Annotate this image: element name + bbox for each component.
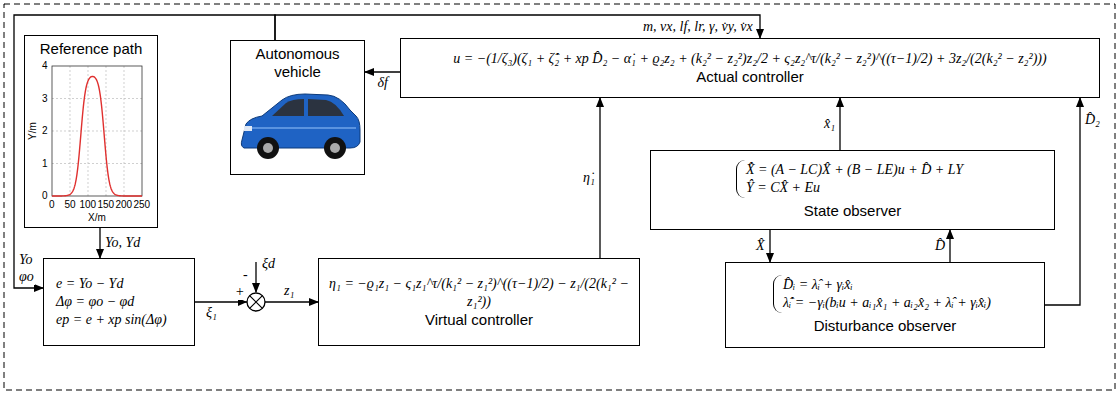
axis-tick: 0 — [42, 190, 48, 202]
grid-line — [52, 98, 142, 99]
axis-tick: 150 — [98, 199, 115, 211]
signal-label: η̇₁ — [582, 170, 596, 186]
summing-junction — [247, 293, 265, 311]
formula: λ̂̇ᵢ = −γᵢ(bᵢu + aᵢ₁x̂₁ + aᵢ₂x̂₂ + λ̂ᵢ +… — [783, 294, 991, 312]
signal-label: m, vx, lf, lr, γ, v̇y, v̇x — [642, 19, 754, 35]
axis-tick: 4 — [42, 60, 48, 72]
signal-arrow — [14, 15, 275, 288]
signal-arrow — [365, 71, 400, 72]
formula: D̂ᵢ = λ̂ᵢ + γᵢx̂ᵢ — [783, 276, 991, 294]
path-curve — [52, 76, 142, 196]
car-window — [272, 99, 304, 116]
error-box: e = Yo − YdΔφ = φo − φdep = e + xp sin(Δ… — [43, 258, 195, 346]
vehicle-box: Autonomous vehicle — [230, 40, 365, 175]
signal-label: X̂ — [755, 238, 766, 254]
equation-brace: D̂ᵢ = λ̂ᵢ + γᵢx̂ᵢλ̂̇ᵢ = −γᵢ(bᵢu + aᵢ₁x̂₁… — [773, 275, 997, 313]
block-title: Reference path — [40, 40, 143, 58]
controller-box: u = −(1/ζ₃)(ζ₁ + ζ̂̇₂ + xp D̂₂ − α̇₁ + ϱ… — [400, 38, 1100, 98]
formula: e = Yo − Yd — [56, 275, 123, 293]
axis-tick: 50 — [65, 199, 76, 211]
formula: u = −(1/ζ₃)(ζ₁ + ζ̂̇₂ + xp D̂₂ − α̇₁ + ϱ… — [453, 50, 1046, 68]
signal-arrow — [769, 230, 770, 262]
plot-frame — [52, 66, 142, 196]
controller-box: η₁ = −ϱ₁z₁ − ς₁z₁^τ/(k₁² − z₁²)^((τ−1)/2… — [318, 258, 640, 346]
block-title: Autonomous vehicle — [241, 45, 354, 81]
axis-label: X/m — [88, 212, 106, 224]
car-wheel — [324, 137, 346, 159]
signal-label: Yo, Yd — [104, 235, 141, 251]
car-headlight — [244, 126, 252, 131]
axis-tick: 100 — [80, 199, 97, 211]
formula: Ŷ = CX̂ + Eu — [746, 179, 963, 197]
grid-line — [52, 163, 142, 164]
dashed-frame — [4, 4, 1115, 390]
signal-arrow — [1045, 98, 1080, 305]
axis-tick: 1 — [42, 158, 48, 170]
axis-tick: 3 — [42, 93, 48, 105]
formula: Δφ = φo − φd — [56, 293, 134, 311]
axis-tick: 250 — [134, 199, 151, 211]
car-hub — [263, 143, 273, 153]
signal-label: δf — [377, 75, 389, 91]
formula: ep = e + xp sin(Δφ) — [56, 311, 167, 329]
block-title: State observer — [804, 202, 902, 220]
car-hub — [330, 143, 340, 153]
observer-box: D̂ᵢ = λ̂ᵢ + γᵢx̂ᵢλ̂̇ᵢ = −γᵢ(bᵢu + aᵢ₁x̂₁… — [725, 262, 1045, 348]
signal-label: z₁ — [283, 283, 295, 299]
block-title: Disturbance observer — [814, 317, 957, 335]
signal-label: φo — [18, 269, 35, 285]
axis-tick: 200 — [116, 199, 133, 211]
signal-label: D̂ — [934, 238, 946, 254]
car-window — [308, 99, 344, 116]
signal-label: Yo — [18, 252, 34, 268]
signal-arrow — [949, 230, 950, 262]
signal-label: ξ₁ — [205, 305, 218, 321]
signal-label: x̂₁ — [823, 116, 836, 132]
car-illustration — [241, 94, 360, 159]
feedforward-arrow — [255, 262, 256, 292]
sign-label: - — [242, 267, 249, 283]
signal-label: ξd — [261, 256, 276, 272]
equation-brace: X̂̇ = (A − LC)X̂ + (B − LE)u + D̂ + LYŶ … — [736, 160, 969, 198]
sign-label: + — [234, 284, 245, 300]
block-title: Virtual controller — [425, 311, 533, 329]
reference-path-plot — [52, 66, 142, 196]
signal-arrow — [599, 98, 600, 258]
observer-box: X̂̇ = (A − LC)X̂ + (B − LE)u + D̂ + LYŶ … — [650, 150, 1055, 230]
grid-line — [52, 131, 142, 132]
signal-arrow — [99, 228, 100, 258]
car-wheel — [257, 137, 279, 159]
signal-arrow — [839, 98, 840, 150]
signal-arrow — [275, 15, 760, 40]
axis-tick: 2 — [42, 125, 48, 137]
car-highlight — [250, 127, 356, 129]
formula: X̂̇ = (A − LC)X̂ + (B − LE)u + D̂ + LY — [746, 161, 963, 179]
block-title: Actual controller — [696, 68, 804, 86]
signal-label: D̂₂ — [1084, 112, 1101, 128]
formula: η₁ = −ϱ₁z₁ − ς₁z₁^τ/(k₁² − z₁²)^((τ−1)/2… — [329, 275, 629, 311]
axis-label: Y/m — [27, 122, 39, 140]
axis-tick: 0 — [49, 199, 55, 211]
summing-cross — [250, 296, 263, 309]
